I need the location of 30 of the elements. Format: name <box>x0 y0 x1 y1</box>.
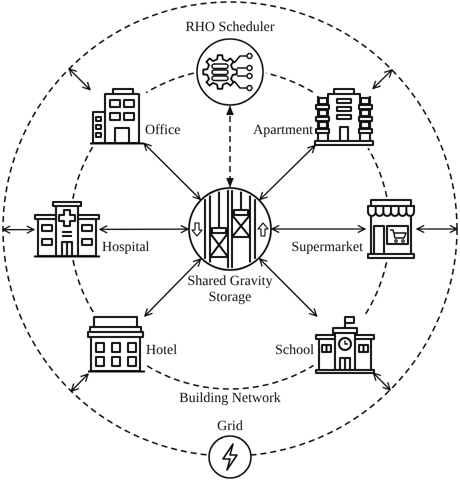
node-label: RHO Scheduler <box>185 20 275 36</box>
arrow <box>68 68 91 90</box>
dashed-arrow <box>226 106 234 188</box>
arrow <box>144 258 202 317</box>
arrow <box>416 224 458 234</box>
dashed-line <box>146 72 194 94</box>
arrow <box>2 225 35 234</box>
node-label: Apartment <box>253 123 313 139</box>
dashed-line <box>146 364 314 390</box>
dashed-line <box>365 260 388 314</box>
dashed-line <box>72 146 94 200</box>
arrow <box>143 142 201 200</box>
node-label: Shared Gravity Storage <box>186 274 274 306</box>
arrow <box>259 258 318 317</box>
node-label: Hotel <box>146 343 178 359</box>
dashed-line <box>72 260 95 314</box>
arrow <box>70 373 89 392</box>
arrow <box>271 224 366 234</box>
node-label: Office <box>145 123 180 139</box>
arrow <box>259 144 316 200</box>
arrow <box>372 69 393 90</box>
node-label: Hospital <box>102 240 150 256</box>
arrow <box>99 224 189 234</box>
dashed-line <box>266 72 314 93</box>
arrow <box>372 372 391 390</box>
node-label: Grid <box>217 419 243 435</box>
network-label: Building Network <box>179 391 281 407</box>
node-label: Supermarket <box>291 240 363 256</box>
dashed-line <box>367 148 388 198</box>
node-label: School <box>275 343 314 359</box>
